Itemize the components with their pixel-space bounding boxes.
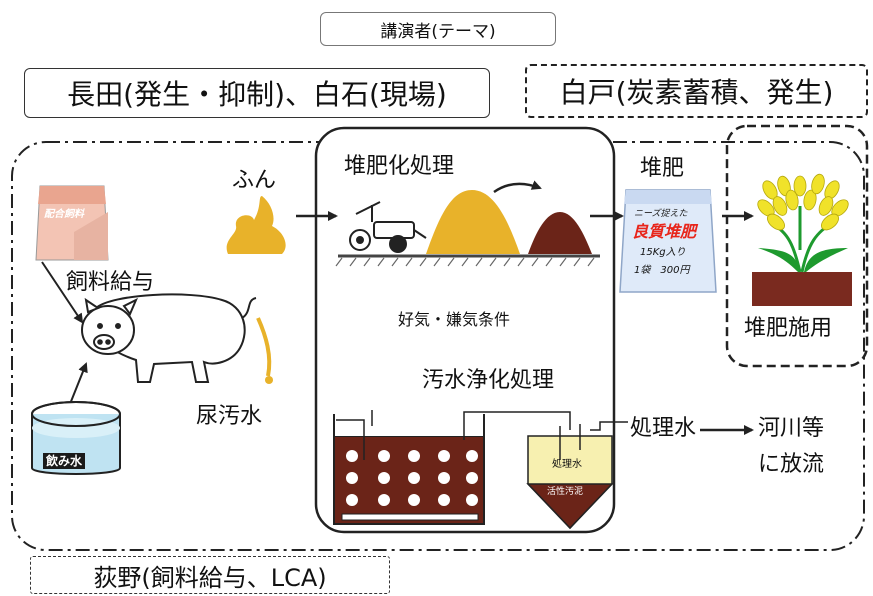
compost-bag-line4: 1袋 300円 bbox=[634, 265, 690, 276]
tractor-icon bbox=[349, 201, 427, 253]
water-arrow bbox=[69, 362, 88, 405]
compost-bag-line1: ニーズ捉えた bbox=[634, 209, 688, 219]
aerobic-anaerobic-condition: 好気・嫌気条件 bbox=[398, 310, 511, 329]
ground-hatching bbox=[335, 257, 595, 267]
speaker-box-right: 白戸(炭素蓄積、発生) bbox=[525, 64, 868, 118]
wastewater-title: 汚水浄化処理 bbox=[422, 368, 555, 393]
carbon-boundary bbox=[725, 124, 869, 368]
manure-label: ふん bbox=[232, 168, 277, 193]
water-label: 飲み水 bbox=[43, 453, 86, 469]
feed-bag-icon bbox=[35, 185, 109, 261]
compost-bag-line3: 15Kg入り bbox=[640, 247, 686, 258]
wastewater-tank-icon bbox=[333, 410, 571, 525]
feeding-label: 飼料給与 bbox=[66, 270, 155, 295]
activated-sludge-label: 活性汚泥 bbox=[547, 487, 584, 497]
treated-water-label: 処理水 bbox=[630, 416, 697, 441]
river-discharge-line1: 河川等 bbox=[758, 416, 825, 441]
plant-icon bbox=[752, 173, 852, 306]
urine-drop-icon bbox=[265, 376, 273, 384]
urine-drip-icon bbox=[256, 317, 272, 377]
composting-title: 堆肥化処理 bbox=[344, 154, 455, 179]
compost-pile-fresh bbox=[426, 190, 520, 254]
compost-bag-icon bbox=[619, 189, 717, 293]
speaker-box-left: 長田(発生・抑制)、白石(現場) bbox=[24, 68, 490, 118]
sedimentation-tank-icon bbox=[526, 421, 628, 530]
compost-application-label: 堆肥施用 bbox=[744, 316, 833, 341]
speaker-legend-label: 講演者(テーマ) bbox=[320, 12, 556, 46]
urine-label: 尿汚水 bbox=[196, 404, 263, 429]
tank-treated-water-label: 処理水 bbox=[552, 459, 582, 470]
pig-icon bbox=[81, 293, 257, 383]
river-discharge-line2: に放流 bbox=[758, 452, 825, 477]
compost-pile-mature bbox=[528, 212, 592, 254]
turnover-arrow bbox=[493, 180, 542, 194]
speaker-box-bottom: 荻野(飼料給与、LCA) bbox=[30, 556, 390, 594]
feed-arrow bbox=[41, 261, 84, 324]
compost-label: 堆肥 bbox=[640, 156, 685, 181]
compost-bag-line2: 良質堆肥 bbox=[632, 222, 697, 241]
manure-icon bbox=[226, 196, 286, 254]
feed-bag-label: 配合飼料 bbox=[44, 209, 84, 220]
